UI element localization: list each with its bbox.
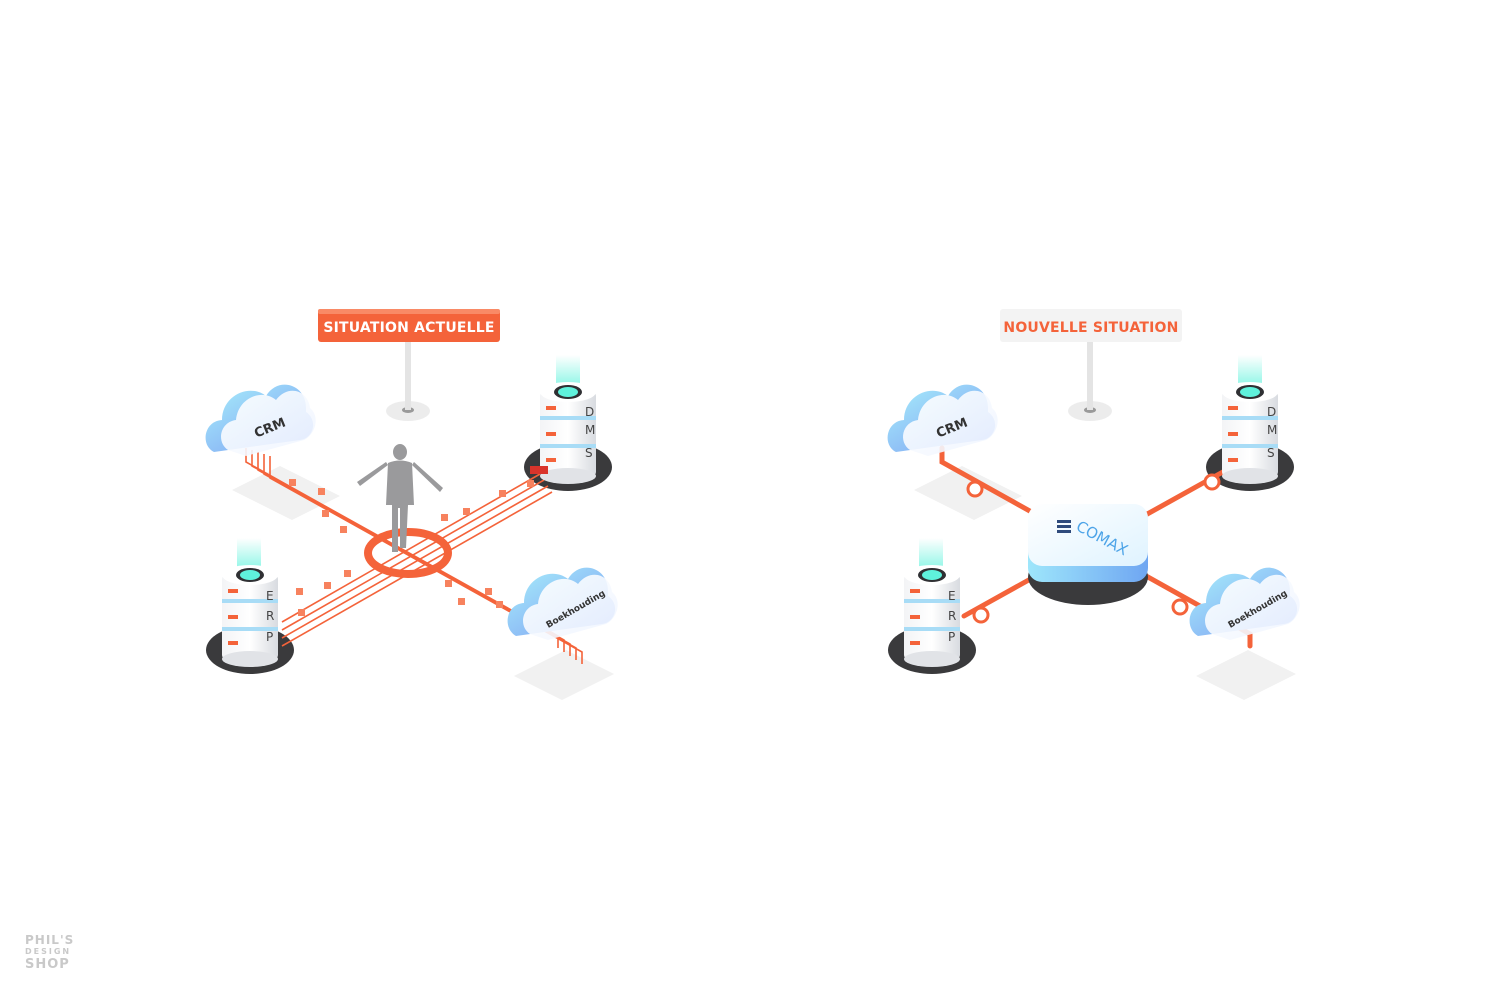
data-packets — [289, 479, 534, 616]
dms-letter-m-right: M — [1267, 423, 1277, 437]
person-icon — [357, 444, 443, 552]
erp-letter-r: R — [266, 609, 274, 623]
hub-ring — [364, 528, 452, 578]
dms-letter-s: S — [585, 446, 593, 460]
boekhouding-cloud-right: Boekhouding — [1189, 567, 1300, 640]
boekhouding-floor-shadow-right — [1196, 650, 1296, 700]
dms-letter-s-right: S — [1267, 446, 1275, 460]
connector-nodes — [966, 473, 1221, 624]
wires-erp-dms — [281, 473, 553, 647]
situation-actuelle-sign: SITUATION ACTUELLE — [318, 309, 500, 421]
erp-letter-r-right: R — [948, 609, 956, 623]
watermark-line-3: SHOP — [25, 957, 70, 972]
crm-cloud-right: CRM — [887, 384, 998, 456]
erp-database-right: E R P — [904, 538, 960, 667]
comax-hub: COMAX — [1028, 504, 1148, 605]
watermark-line-2: DESIGN — [25, 947, 72, 956]
crm-floor-shadow — [232, 466, 340, 520]
boekhouding-cloud: Boekhouding — [507, 567, 618, 640]
erp-letter-p: P — [266, 630, 273, 644]
dms-database: D M S — [530, 355, 596, 484]
left-panel: SITUATION ACTUELLE — [205, 309, 618, 700]
nouvelle-situation-label: NOUVELLE SITUATION — [1003, 320, 1178, 336]
crm-cloud: CRM — [205, 384, 316, 456]
dms-letter-d-right: D — [1267, 405, 1276, 419]
dms-database-right: D M S — [1222, 355, 1278, 484]
dms-letter-m: M — [585, 423, 595, 437]
erp-letter-e-right: E — [948, 589, 956, 603]
watermark-logo: PHIL'S DESIGN SHOP — [25, 934, 74, 971]
nouvelle-situation-sign: NOUVELLE SITUATION — [1000, 309, 1182, 421]
dms-letter-d: D — [585, 405, 594, 419]
wires-crm-boekhouding — [245, 448, 583, 664]
erp-letter-p-right: P — [948, 630, 955, 644]
boekhouding-floor-shadow — [514, 650, 614, 700]
erp-database: E R P — [222, 538, 278, 667]
right-panel: NOUVELLE SITUATION — [887, 309, 1300, 700]
watermark-line-1: PHIL'S — [25, 933, 75, 947]
situation-actuelle-label: SITUATION ACTUELLE — [323, 320, 494, 336]
erp-letter-e: E — [266, 589, 274, 603]
comax-logo-icon — [1057, 520, 1071, 533]
